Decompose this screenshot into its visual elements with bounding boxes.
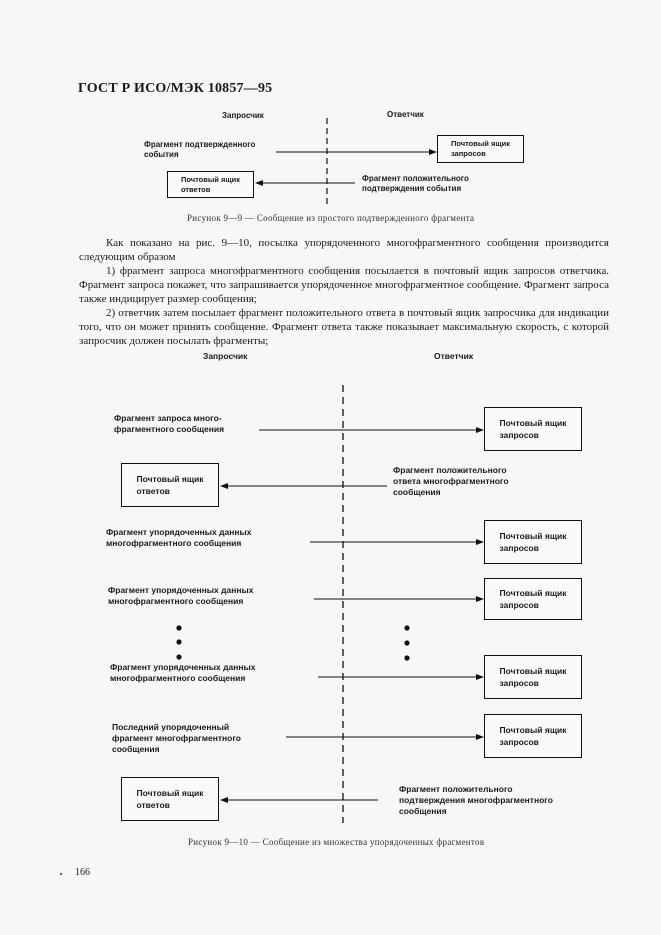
ordered-data-fragment-label-2: Фрагмент упорядоченных данных многофрагм… [108,585,254,606]
positive-ack-multifragment-label: Фрагмент положительного подтверждения мн… [399,784,553,816]
figure-9-9-caption: Рисунок 9—9 — Сообщение из простого подт… [187,213,475,223]
response-mailbox: Почтовый ящик ответов [167,171,254,198]
ellipsis-dot [404,640,410,646]
request-mailbox-4: Почтовый ящик запросов [484,655,582,699]
ellipsis-dot [176,639,182,645]
col-requester-label: Запросчик [222,111,264,120]
multifragment-request-label: Фрагмент запроса много- фрагментного соо… [114,413,225,434]
standard-title: ГОСТ Р ИСО/МЭК 10857—95 [78,81,273,96]
last-ordered-fragment-label: Последний упорядоченный фрагмент многофр… [112,722,241,754]
ordered-data-fragment-label-1: Фрагмент упорядоченных данных многофрагм… [106,527,252,548]
request-mailbox-5: Почтовый ящик запросов [484,714,582,758]
ellipsis-dot [404,655,410,661]
col-requester-label: Запросчик [203,351,248,361]
stray-mark [60,873,62,875]
request-mailbox-2: Почтовый ящик запросов [484,520,582,564]
ellipsis-dot [176,654,182,660]
body-text: Как показано на рис. 9—10, посылка упоря… [79,236,609,348]
request-mailbox-1: Почтовый ящик запросов [484,407,582,451]
figure-9-10-caption: Рисунок 9—10 — Сообщение из множества уп… [188,837,485,847]
confirmed-event-fragment-label: Фрагмент подтвержденного события [144,140,256,159]
positive-event-ack-label: Фрагмент положительного подтверждения со… [362,174,469,193]
paragraph-step-2: 2) ответчик затем посылает фрагмент поло… [79,307,609,347]
ellipsis-dot [176,625,182,631]
ordered-data-fragment-label-3: Фрагмент упорядоченных данных многофрагм… [110,662,256,683]
col-responder-label: Ответчик [387,110,424,119]
response-mailbox-2: Почтовый ящик ответов [121,777,219,821]
paragraph-intro: Как показано на рис. 9—10, посылка упоря… [79,237,609,263]
response-mailbox-1: Почтовый ящик ответов [121,463,219,507]
request-mailbox-3: Почтовый ящик запросов [484,578,582,620]
paragraph-step-1: 1) фрагмент запроса многофрагментного со… [79,265,609,305]
request-mailbox: Почтовый ящик запросов [437,135,524,163]
page-number: 166 [75,867,90,878]
ellipsis-dot [404,625,410,631]
positive-response-label: Фрагмент положительного ответа многофраг… [393,465,509,497]
col-responder-label: Ответчик [434,351,474,361]
